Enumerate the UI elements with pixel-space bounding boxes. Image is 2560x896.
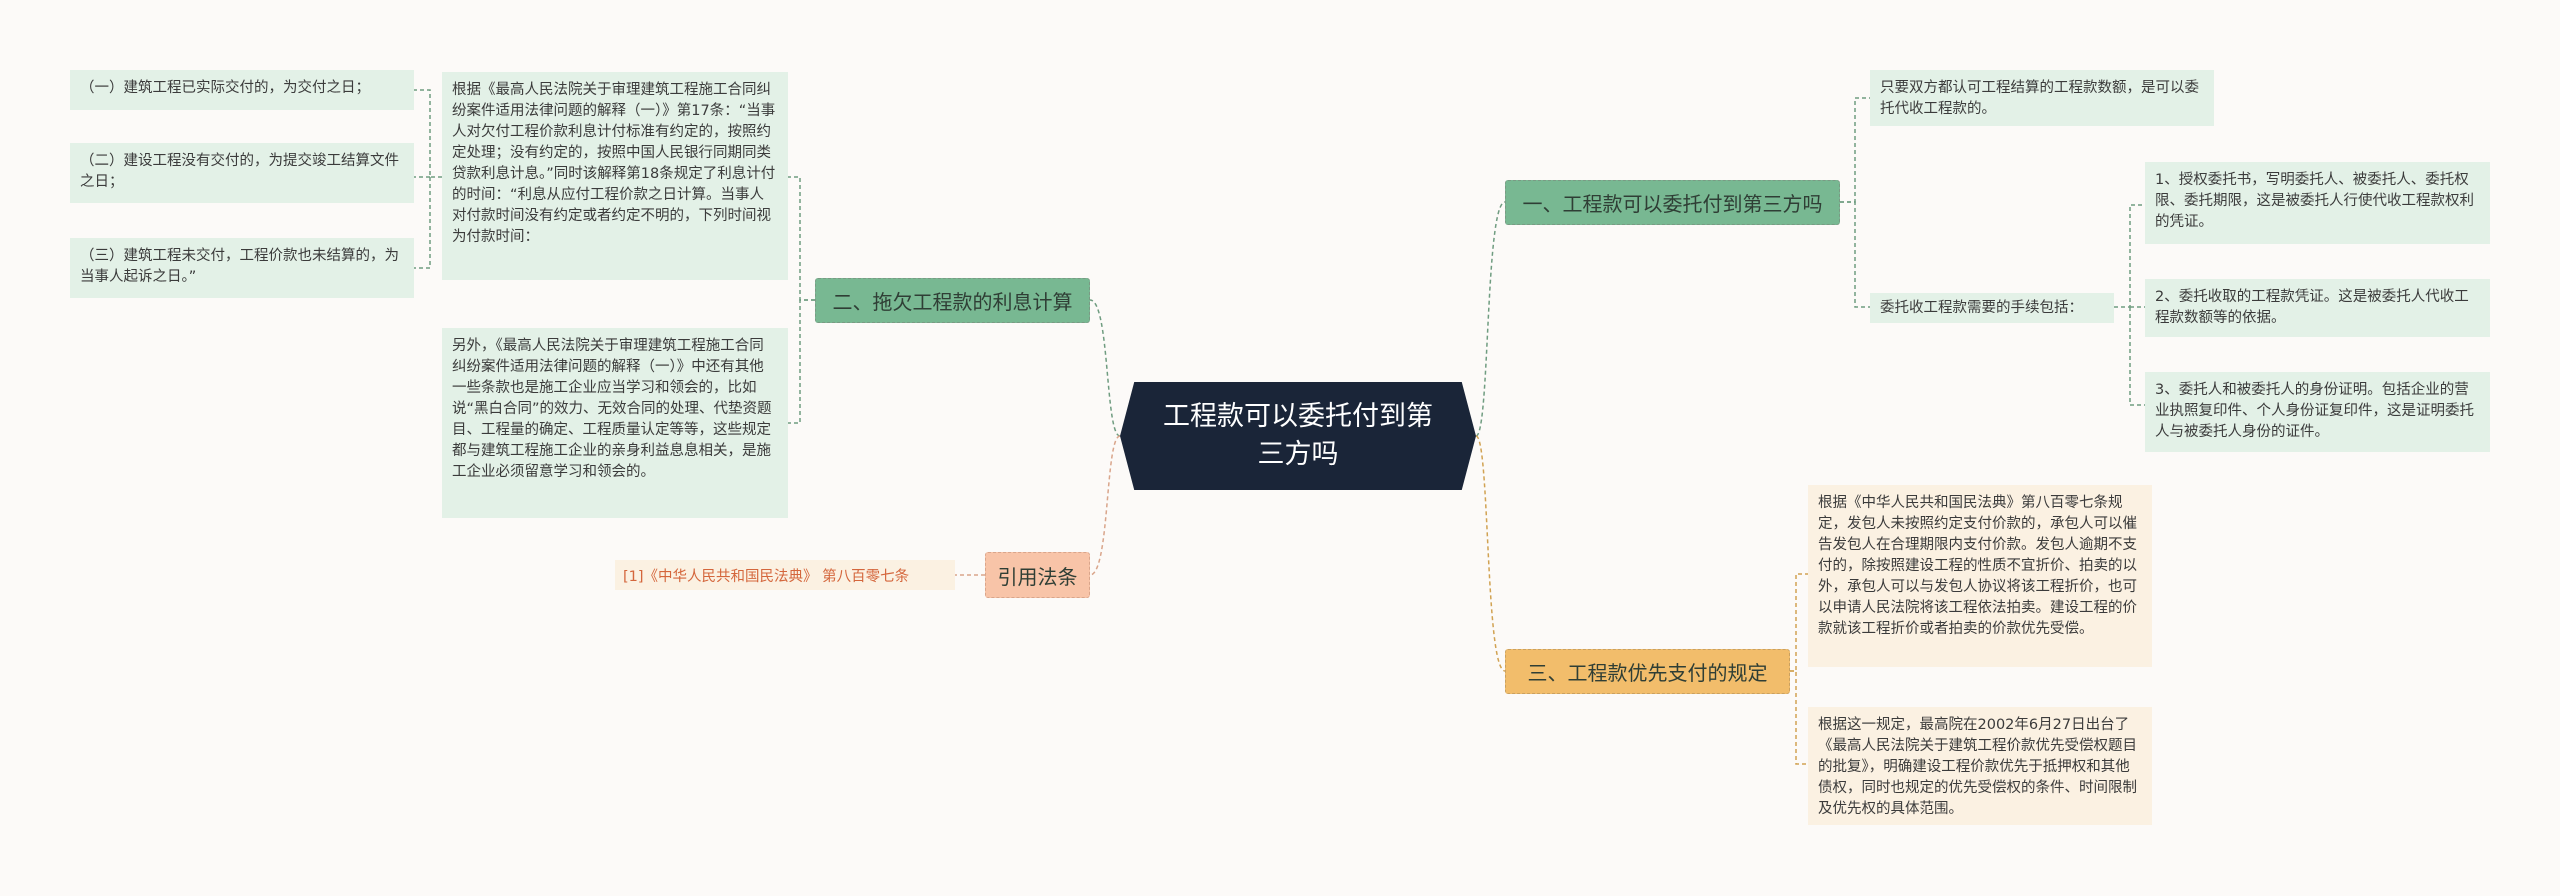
branch-1-item-3-text: 3、委托人和被委托人的身份证明。包括企业的营业执照复印件、个人身份证复印件，这是… (2155, 382, 2474, 440)
branch-3-leaf-a[interactable]: 根据《中华人民共和国民法典》第八百零七条规定，发包人未按照约定支付价款的，承包人… (1808, 485, 2152, 667)
branch-1-label: 一、工程款可以委托付到第三方吗 (1522, 192, 1823, 216)
branch-3-label: 三、工程款优先支付的规定 (1527, 661, 1768, 685)
branch-3[interactable]: 三、工程款优先支付的规定 (1505, 649, 1790, 694)
branch-2-leaf-a[interactable]: 根据《最高人民法院关于审理建筑工程施工合同纠纷案件适用法律问题的解释（一）》第1… (442, 72, 788, 280)
link-leafb-items (2114, 204, 2145, 406)
link-root-branch1 (1475, 201, 1506, 437)
branch-1-item-3[interactable]: 3、委托人和被委托人的身份证明。包括企业的营业执照复印件、个人身份证复印件，这是… (2145, 372, 2490, 452)
branch-2-leaf-b-text: 另外，《最高人民法院关于审理建筑工程施工合同纠纷案件适用法律问题的解释（一）》中… (452, 338, 772, 480)
branch-2-leaf-a-text: 根据《最高人民法院关于审理建筑工程施工合同纠纷案件适用法律问题的解释（一）》第1… (452, 82, 776, 245)
branch-1-leaf-b-text: 委托收工程款需要的手续包括： (1880, 300, 2083, 316)
reference-citation[interactable]: [1]《中华人民共和国民法典》 第八百零七条 (615, 560, 955, 590)
branch-2-label: 二、拖欠工程款的利息计算 (832, 290, 1073, 314)
link-branch2-leafa (788, 176, 815, 301)
branch-2-item-1[interactable]: （一）建筑工程已实际交付的，为交付之日； (70, 70, 414, 110)
branch-2-item-1-text: （一）建筑工程已实际交付的，为交付之日； (80, 80, 370, 96)
link-root-branch2 (1089, 299, 1121, 437)
link-branch2-leafb (788, 299, 815, 424)
branch-2-item-3-text: （三）建筑工程未交付，工程价款也未结算的，为当事人起诉之日。” (80, 248, 399, 285)
branch-1-leaf-a-text: 只要双方都认可工程结算的工程款数额，是可以委托代收工程款的。 (1880, 80, 2199, 117)
link-branch1-leafa (1840, 97, 1870, 203)
root-topic[interactable]: 工程款可以委托付到第三方吗 (1120, 382, 1476, 490)
link-branch1-leafb (1840, 201, 1870, 308)
branch-1-item-2-text: 2、委托收取的工程款凭证。这是被委托人代收工程款数额等的依据。 (2155, 289, 2469, 326)
branch-1-leaf-a[interactable]: 只要双方都认可工程结算的工程款数额，是可以委托代收工程款的。 (1870, 70, 2214, 126)
branch-1-leaf-b[interactable]: 委托收工程款需要的手续包括： (1870, 293, 2114, 323)
branch-4-label: 引用法条 (997, 564, 1078, 589)
branch-3-leaf-a-text: 根据《中华人民共和国民法典》第八百零七条规定，发包人未按照约定支付价款的，承包人… (1818, 495, 2137, 637)
branch-3-leaf-b-text: 根据这一规定，最高院在2002年6月27日出台了《最高人民法院关于建筑工程价款优… (1818, 717, 2137, 817)
branch-2[interactable]: 二、拖欠工程款的利息计算 (815, 278, 1090, 323)
branch-2-leaf-b[interactable]: 另外，《最高人民法院关于审理建筑工程施工合同纠纷案件适用法律问题的解释（一）》中… (442, 328, 788, 518)
branch-1[interactable]: 一、工程款可以委托付到第三方吗 (1505, 180, 1840, 225)
branch-1-item-2[interactable]: 2、委托收取的工程款凭证。这是被委托人代收工程款数额等的依据。 (2145, 279, 2490, 337)
link-root-branch3 (1475, 435, 1506, 672)
link-branch3-leafa (1790, 573, 1808, 672)
branch-2-item-2-text: （二）建设工程没有交付的，为提交竣工结算文件之日； (80, 153, 399, 190)
branch-2-item-2[interactable]: （二）建设工程没有交付的，为提交竣工结算文件之日； (70, 143, 414, 203)
branch-4[interactable]: 引用法条 (985, 552, 1090, 598)
branch-1-item-1[interactable]: 1、授权委托书，写明委托人、被委托人、委托权限、委托期限，这是被委托人行使代收工… (2145, 162, 2490, 244)
link-branch3-leafb (1790, 670, 1808, 765)
branch-2-item-3[interactable]: （三）建筑工程未交付，工程价款也未结算的，为当事人起诉之日。” (70, 238, 414, 298)
reference-citation-text: [1]《中华人民共和国民法典》 第八百零七条 (623, 568, 910, 585)
branch-1-item-1-text: 1、授权委托书，写明委托人、被委托人、委托权限、委托期限，这是被委托人行使代收工… (2155, 172, 2474, 230)
link-root-branch4 (1089, 435, 1121, 576)
root-topic-label: 工程款可以委托付到第三方吗 (1163, 401, 1433, 470)
link-leafa-items (414, 89, 442, 269)
branch-3-leaf-b[interactable]: 根据这一规定，最高院在2002年6月27日出台了《最高人民法院关于建筑工程价款优… (1808, 707, 2152, 825)
